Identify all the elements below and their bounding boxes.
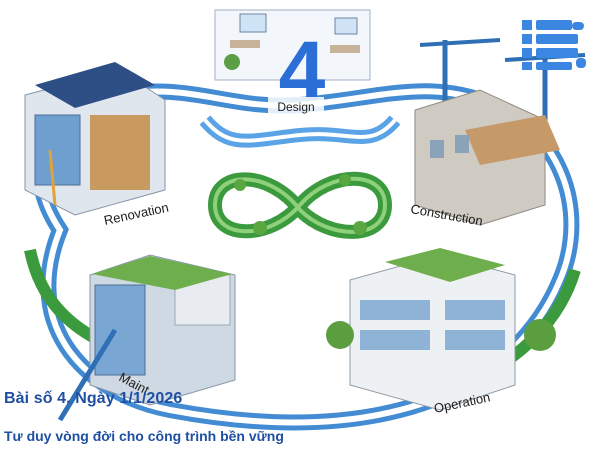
stage-label-design: Design bbox=[277, 100, 314, 114]
lesson-title: Bài số 4. Ngày 1/1/2026 bbox=[4, 390, 183, 407]
maintenance-building bbox=[57, 254, 236, 422]
design-office bbox=[214, 9, 371, 81]
caption-block: Bài số 4. Ngày 1/1/2026 Tư duy vòng đời … bbox=[0, 384, 430, 450]
construction-site bbox=[414, 38, 586, 226]
brand-logo-icon bbox=[522, 20, 586, 70]
operation-building bbox=[326, 248, 556, 411]
renovation-building bbox=[24, 62, 166, 216]
lesson-subtitle: Tư duy vòng đời cho công trình bền vững bbox=[4, 428, 284, 444]
infinity-loop-icon bbox=[207, 171, 393, 239]
